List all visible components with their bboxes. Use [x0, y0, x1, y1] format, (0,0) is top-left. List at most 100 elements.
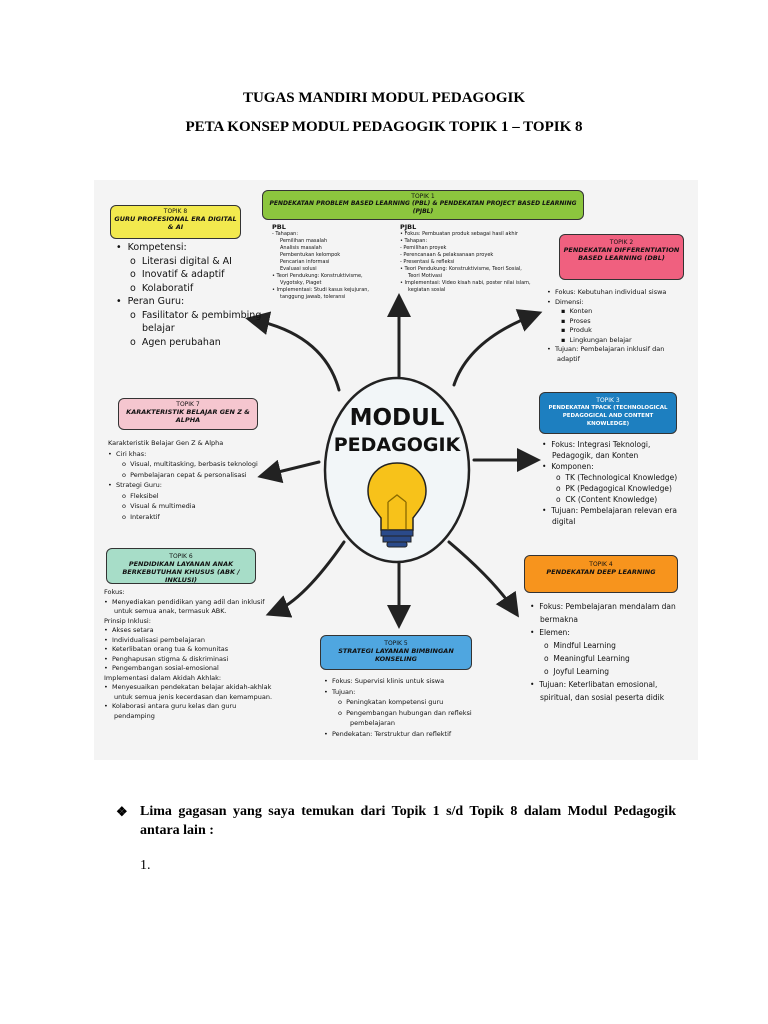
list-item: Agen perubahan — [116, 336, 286, 350]
list-item: Analisis masalah — [280, 245, 322, 251]
topik3-box: TOPIK 3 PENDEKATAN TPACK (TECHNOLOGICAL … — [539, 392, 677, 434]
list-item: PK (Pedagogical Knowledge) — [542, 483, 698, 494]
list-item: Dimensi: — [547, 298, 697, 308]
topik1-box: TOPIK 1 PENDEKATAN PROBLEM BASED LEARNIN… — [262, 190, 584, 220]
topik5-title: STRATEGI LAYANAN BIMBINGAN KONSELING — [338, 647, 454, 663]
topik8-title: GURU PROFESIONAL ERA DIGITAL & AI — [114, 215, 237, 231]
list-item: Fokus: Kebutuhan individual siswa — [547, 288, 697, 298]
list-item: - Presentasi & refleksi — [400, 259, 455, 265]
topik5-content: Fokus: Supervisi klinis untuk siswaTujua… — [324, 676, 489, 739]
topik1-pjbl-head: PJBL — [400, 223, 417, 231]
list-item: untuk semua anak, termasuk ABK. — [114, 607, 227, 615]
topik3-label: TOPIK 3 — [596, 397, 620, 404]
list-item: - Perencanaan & pelaksanaan proyek — [400, 252, 494, 258]
list-item: Joyful Learning — [530, 665, 698, 678]
list-item: Mindful Learning — [530, 639, 698, 652]
topik5-label: TOPIK 5 — [384, 640, 408, 647]
list-item: kegiatan sosial — [408, 287, 446, 293]
list-item: • Teori Pendukung: Konstruktivisme, Teor… — [400, 266, 522, 272]
topik4-box: TOPIK 4 PENDEKATAN DEEP LEARNING — [524, 555, 678, 593]
list-item: • Teori Pendukung: Konstruktivisme, — [272, 273, 363, 279]
list-item: Pengembangan sosial-emosional — [104, 664, 294, 674]
list-item: Konten — [547, 307, 697, 317]
numbered-item: 1. — [140, 858, 151, 873]
arrow-to-topik4 — [447, 540, 519, 618]
list-item: pembelajaran — [350, 719, 395, 727]
list-item: Pencarian informasi — [280, 259, 330, 265]
topik3-title: PENDEKATAN TPACK (TECHNOLOGICAL PEDAGOGI… — [548, 405, 668, 427]
list-item: Kompetensi: — [116, 241, 286, 255]
lightbulb-icon — [367, 462, 427, 548]
arrow-to-topik2 — [452, 309, 543, 387]
list-item: Interaktif — [108, 512, 288, 523]
list-item: Fokus: — [104, 588, 125, 596]
center-line2: PEDAGOGIK — [334, 434, 462, 456]
arrow-to-topik8 — [245, 311, 341, 392]
topik1-title: PENDEKATAN PROBLEM BASED LEARNING (PBL) … — [269, 200, 577, 215]
list-item: Lingkungan belajar — [547, 336, 697, 346]
list-item: • Implementasi: Studi kasus kejujuran, — [272, 287, 370, 293]
list-item: • Implementasi: Video kisah nabi, poster… — [400, 280, 531, 286]
topik7-label: TOPIK 7 — [176, 401, 200, 408]
topik4-content: Fokus: Pembelajaran mendalam danbermakna… — [530, 600, 698, 704]
list-item: Visual, multitasking, berbasis teknologi — [108, 459, 288, 470]
list-item: Produk — [547, 326, 697, 336]
list-item: Tujuan: Pembelajaran relevan era — [542, 505, 698, 516]
list-item: Pembentukan kelompok — [280, 252, 341, 258]
topik3-content: Fokus: Integrasi Teknologi,Pedagogik, da… — [542, 439, 698, 527]
topik8-box: TOPIK 8 GURU PROFESIONAL ERA DIGITAL & A… — [110, 205, 241, 239]
list-item: Tujuan: Pembelajaran inklusif dan — [547, 345, 697, 355]
list-item: Individualisasi pembelajaran — [104, 636, 294, 646]
list-item: Fokus: Pembelajaran mendalam dan — [530, 600, 698, 613]
topik1-pjbl: PJBL • Fokus: Pembuatan produk sebagai h… — [400, 224, 550, 294]
list-item: Pendekatan: Terstruktur dan reflektif — [324, 729, 489, 740]
concept-map: MODUL PEDAGOGIK TOPIK 8 GURU PROFESIONAL… — [94, 180, 698, 760]
list-item: Tujuan: Keterlibatan emosional, — [530, 678, 698, 691]
topik1-label: TOPIK 1 — [411, 193, 435, 200]
topik2-title: PENDEKATAN DIFFERENTIATION BASED LEARNIN… — [563, 246, 680, 262]
list-item: Literasi digital & AI — [116, 255, 286, 269]
arrow-to-topik6 — [265, 540, 346, 618]
list-item: pendamping — [114, 711, 155, 720]
list-item: Tujuan: — [324, 687, 489, 698]
topik6-box: TOPIK 6 PENDIDIKAN LAYANAN ANAK BERKEBUT… — [106, 548, 256, 584]
list-item: Peningkatan kompetensi guru — [324, 697, 489, 708]
list-item: Kolaboratif — [116, 282, 286, 296]
list-item: Evaluasi solusi — [280, 266, 317, 272]
document-subtitle: PETA KONSEP MODUL PEDAGOGIK TOPIK 1 – TO… — [185, 119, 583, 135]
topik8-label: TOPIK 8 — [163, 208, 188, 215]
list-item: Komponen: — [542, 461, 698, 472]
topik6-title: PENDIDIKAN LAYANAN ANAK BERKEBUTUHAN KHU… — [122, 560, 240, 584]
list-item: Keterlibatan orang tua & komunitas — [104, 645, 294, 655]
list-item: Penghapusan stigma & diskriminasi — [104, 655, 294, 665]
list-item: Fasilitator & pembimbing — [116, 309, 286, 323]
topik5-box: TOPIK 5 STRATEGI LAYANAN BIMBINGAN KONSE… — [320, 635, 472, 670]
list-item: Inovatif & adaptif — [116, 268, 286, 282]
list-item: Karakteristik Belajar Gen Z & Alpha — [108, 439, 224, 447]
list-item: tanggung jawab, toleransi — [280, 294, 346, 300]
list-item: Pemilihan masalah — [280, 238, 328, 244]
list-item: untuk semua jenis kecerdasan dan kemampu… — [114, 692, 273, 701]
list-item: digital — [552, 517, 576, 526]
list-item: Peran Guru: — [116, 295, 286, 309]
list-item: Pengembangan hubungan dan refleksi — [324, 708, 489, 719]
list-item: Vygotsky, Piaget — [280, 280, 322, 286]
list-item: Implementasi dalam Akidah Akhlak: — [104, 673, 222, 682]
list-item: spiritual, dan sosial peserta didik — [540, 693, 665, 702]
list-item: Visual & multimedia — [108, 501, 288, 512]
diamond-bullet-icon: ❖ — [116, 804, 128, 819]
list-item: Meaningful Learning — [530, 652, 698, 665]
list-item: Fleksibel — [108, 491, 288, 502]
topik4-label: TOPIK 4 — [589, 561, 613, 568]
gagasan-paragraph: ❖ Lima gagasan yang saya temukan dari To… — [116, 802, 676, 840]
topik7-title: KARAKTERISTIK BELAJAR GEN Z & ALPHA — [126, 408, 250, 424]
list-item: Strategi Guru: — [108, 480, 288, 491]
list-item: Elemen: — [530, 626, 698, 639]
topik2-box: TOPIK 2 PENDEKATAN DIFFERENTIATION BASED… — [559, 234, 684, 280]
topik7-content: Karakteristik Belajar Gen Z & AlphaCiri … — [108, 438, 288, 522]
topik1-pbl-head: PBL — [272, 223, 286, 231]
list-item: belajar — [142, 323, 175, 334]
topik7-box: TOPIK 7 KARAKTERISTIK BELAJAR GEN Z & AL… — [118, 398, 258, 430]
list-item: Teori Motivasi — [408, 273, 443, 279]
